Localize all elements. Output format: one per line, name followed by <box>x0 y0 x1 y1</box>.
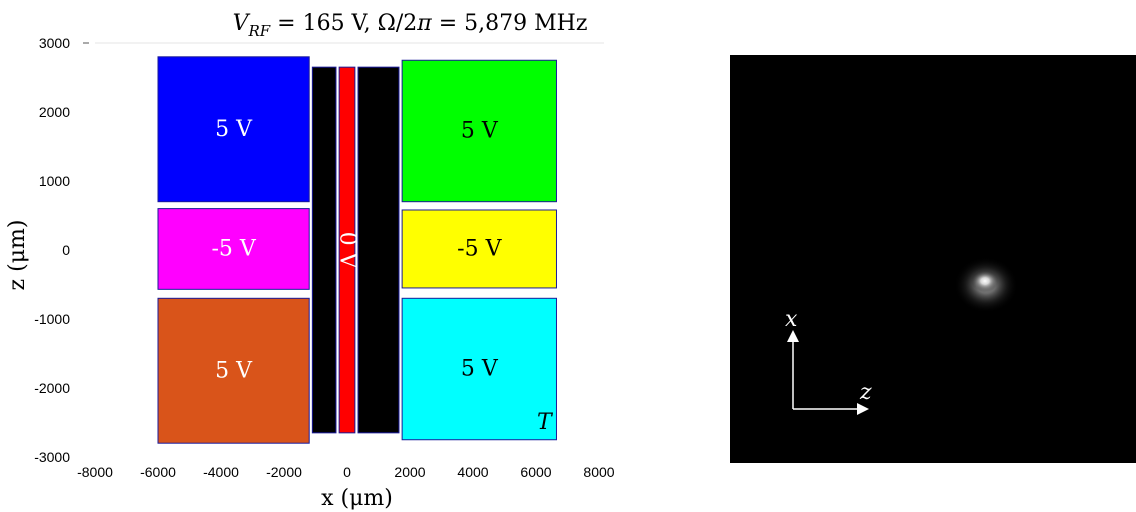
y-ticks: 3000 2000 1000 0 -1000 -2000 -3000 <box>34 35 89 465</box>
x-tick-label: -8000 <box>77 464 113 480</box>
chart-title: VRF = 165 V, Ω/2π = 5,879 MHz <box>233 11 588 40</box>
electrode-label-right-bottom: 5 V <box>461 357 499 382</box>
y-tick-label: -3000 <box>34 449 70 465</box>
electrode-left-middle <box>157 208 310 290</box>
x-ticks: -8000 -6000 -4000 -2000 0 2000 4000 6000 8000 <box>77 464 615 480</box>
x-tick-label: -4000 <box>203 464 239 480</box>
corner-label: T <box>537 410 554 435</box>
y-tick-label: 1000 <box>39 173 70 189</box>
y-tick-label: 0 <box>62 242 70 258</box>
x-tick-label: -2000 <box>266 464 302 480</box>
y-tick-label: -1000 <box>34 311 70 327</box>
camera-x-label: x <box>785 307 798 332</box>
electrode-right-middle <box>401 209 557 289</box>
x-tick-label: 4000 <box>457 464 488 480</box>
camera-background <box>730 55 1136 463</box>
electrode-left-bottom <box>157 297 310 444</box>
x-tick-label: 8000 <box>583 464 614 480</box>
x-tick-label: 0 <box>343 464 351 480</box>
title-v-sub: RF <box>247 22 270 40</box>
y-tick-label: -2000 <box>34 380 70 396</box>
electrode-label-right-top: 5 V <box>461 118 499 143</box>
x-axis-label: x (μm) <box>321 486 393 511</box>
title-v: V <box>233 11 251 36</box>
x-tick-label: 2000 <box>394 464 425 480</box>
x-tick-label: 6000 <box>520 464 551 480</box>
electrodes-group: 5 V -5 V 5 V 5 V -5 V 5 V 0 V <box>157 56 557 444</box>
y-tick-label: 2000 <box>39 104 70 120</box>
electrode-label-left-bottom: 5 V <box>215 358 253 383</box>
title-omega: Ω/2 <box>378 11 418 36</box>
x-tick-label: -6000 <box>140 464 176 480</box>
title-pi: π <box>416 11 432 36</box>
camera-z-label: z <box>859 380 872 405</box>
electrode-label-left-middle: -5 V <box>211 236 256 261</box>
electrode-plot: 5 V -5 V 5 V 5 V -5 V 5 V 0 V 3000 2000 1000 0 -10… <box>5 35 615 511</box>
y-tick-label: 3000 <box>39 35 70 51</box>
electrode-rf-center <box>338 66 356 434</box>
electrode-left-top <box>157 56 310 203</box>
ion-spot <box>971 270 999 292</box>
electrode-right-top <box>401 59 557 203</box>
title-eq1: = 165 V, <box>270 11 377 36</box>
electrode-label-left-top: 5 V <box>215 117 253 142</box>
electrode-rf-left <box>311 66 337 434</box>
camera-image: x z <box>730 55 1136 463</box>
electrode-right-bottom <box>401 297 557 441</box>
y-axis-label: z (μm) <box>5 220 30 291</box>
electrode-label-right-middle: -5 V <box>457 236 502 261</box>
title-eq2: = 5,879 MHz <box>432 11 588 36</box>
electrode-rf-right <box>357 66 400 434</box>
electrode-label-rf-center: 0 V <box>335 232 360 270</box>
